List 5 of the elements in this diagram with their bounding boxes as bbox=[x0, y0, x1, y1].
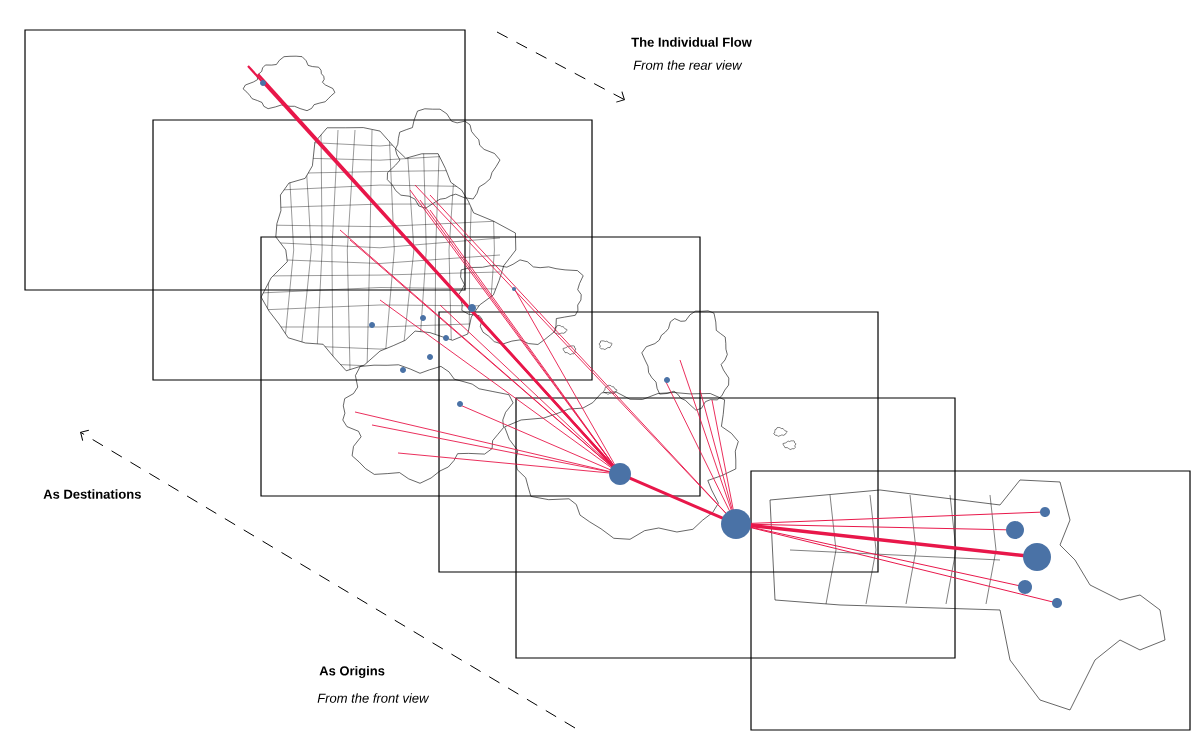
subheading: From the rear view bbox=[633, 60, 743, 70]
heading: As Origins bbox=[319, 665, 385, 679]
subheading: From the front view bbox=[317, 693, 430, 703]
heading: The Individual Flow bbox=[631, 37, 752, 47]
heading: As Destinations bbox=[43, 489, 141, 499]
